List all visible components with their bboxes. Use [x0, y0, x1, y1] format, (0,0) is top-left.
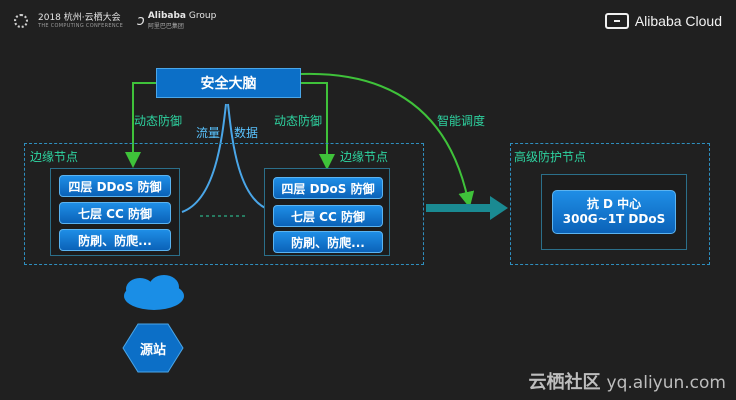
anti-d-line1: 抗 D 中心	[586, 197, 642, 211]
watermark-cn: 云栖社区	[528, 372, 601, 393]
origin-server: 源站	[124, 323, 182, 373]
right-layer-ddos: 四层 DDoS 防御	[273, 177, 383, 199]
cloud-icon	[124, 275, 184, 310]
right-dynamic-defense-label: 动态防御	[274, 114, 323, 128]
left-edge-node: 四层 DDoS 防御 七层 CC 防御 防刷、防爬...	[50, 168, 180, 256]
left-edge-title: 边缘节点	[30, 150, 79, 164]
smart-schedule-label: 智能调度	[437, 114, 486, 128]
conference-title: 2018 杭州·云栖大会	[38, 13, 121, 23]
right-edge-title: 边缘节点	[340, 150, 389, 164]
watermark-url: yq.aliyun.com	[606, 373, 726, 393]
conference-brand: 2018 杭州·云栖大会 THE COMPUTING CONFERENCE	[38, 13, 123, 29]
group-suffix: Group	[188, 11, 217, 21]
group-cn: 阿里巴巴集团	[147, 23, 184, 30]
right-defense-arrow	[301, 82, 335, 170]
left-layer-cc: 七层 CC 防御	[59, 202, 171, 224]
traffic-label: 流量	[196, 126, 221, 140]
origin-hexagon-icon	[122, 323, 184, 373]
advanced-protection-panel	[510, 143, 710, 265]
edge-nodes-panel	[24, 143, 424, 265]
group-name: Alibaba	[147, 11, 187, 21]
left-layer-antibot: 防刷、防爬...	[59, 229, 171, 251]
alibaba-smile-icon: ↄ	[137, 13, 145, 29]
right-layer-antibot: 防刷、防爬...	[273, 231, 383, 253]
alibaba-cloud-logo: Alibaba Cloud	[604, 13, 722, 29]
right-edge-node: 四层 DDoS 防御 七层 CC 防御 防刷、防爬...	[264, 168, 390, 256]
origin-label: 源站	[139, 342, 166, 358]
left-layer-ddos: 四层 DDoS 防御	[59, 175, 171, 197]
brand-name: Alibaba Cloud	[634, 13, 722, 29]
right-layer-cc: 七层 CC 防御	[273, 205, 383, 227]
left-defense-arrow	[125, 82, 156, 168]
conference-subtitle: THE COMPUTING CONFERENCE	[38, 23, 124, 29]
alibaba-group-logo: ↄ Alibaba Group 阿里巴巴集团	[137, 11, 217, 31]
traffic-data-curve	[181, 103, 227, 213]
anti-d-center: 抗 D 中心 300G~1T DDoS	[552, 190, 676, 234]
conference-logo-icon	[14, 14, 28, 28]
watermark: 云栖社区 yq.aliyun.com	[529, 368, 726, 394]
security-brain-box: 安全大脑	[156, 68, 301, 98]
header-left: 2018 杭州·云栖大会 THE COMPUTING CONFERENCE ↄ …	[14, 12, 216, 30]
data-label: 数据	[234, 126, 259, 140]
advanced-protection-title: 高级防护节点	[514, 150, 587, 164]
anti-d-line2: 300G~1T DDoS	[562, 212, 666, 226]
left-dynamic-defense-label: 动态防御	[134, 114, 183, 128]
alibaba-cloud-icon	[604, 13, 629, 29]
to-advanced-arrow	[426, 196, 508, 220]
schedule-arrow	[300, 72, 475, 208]
